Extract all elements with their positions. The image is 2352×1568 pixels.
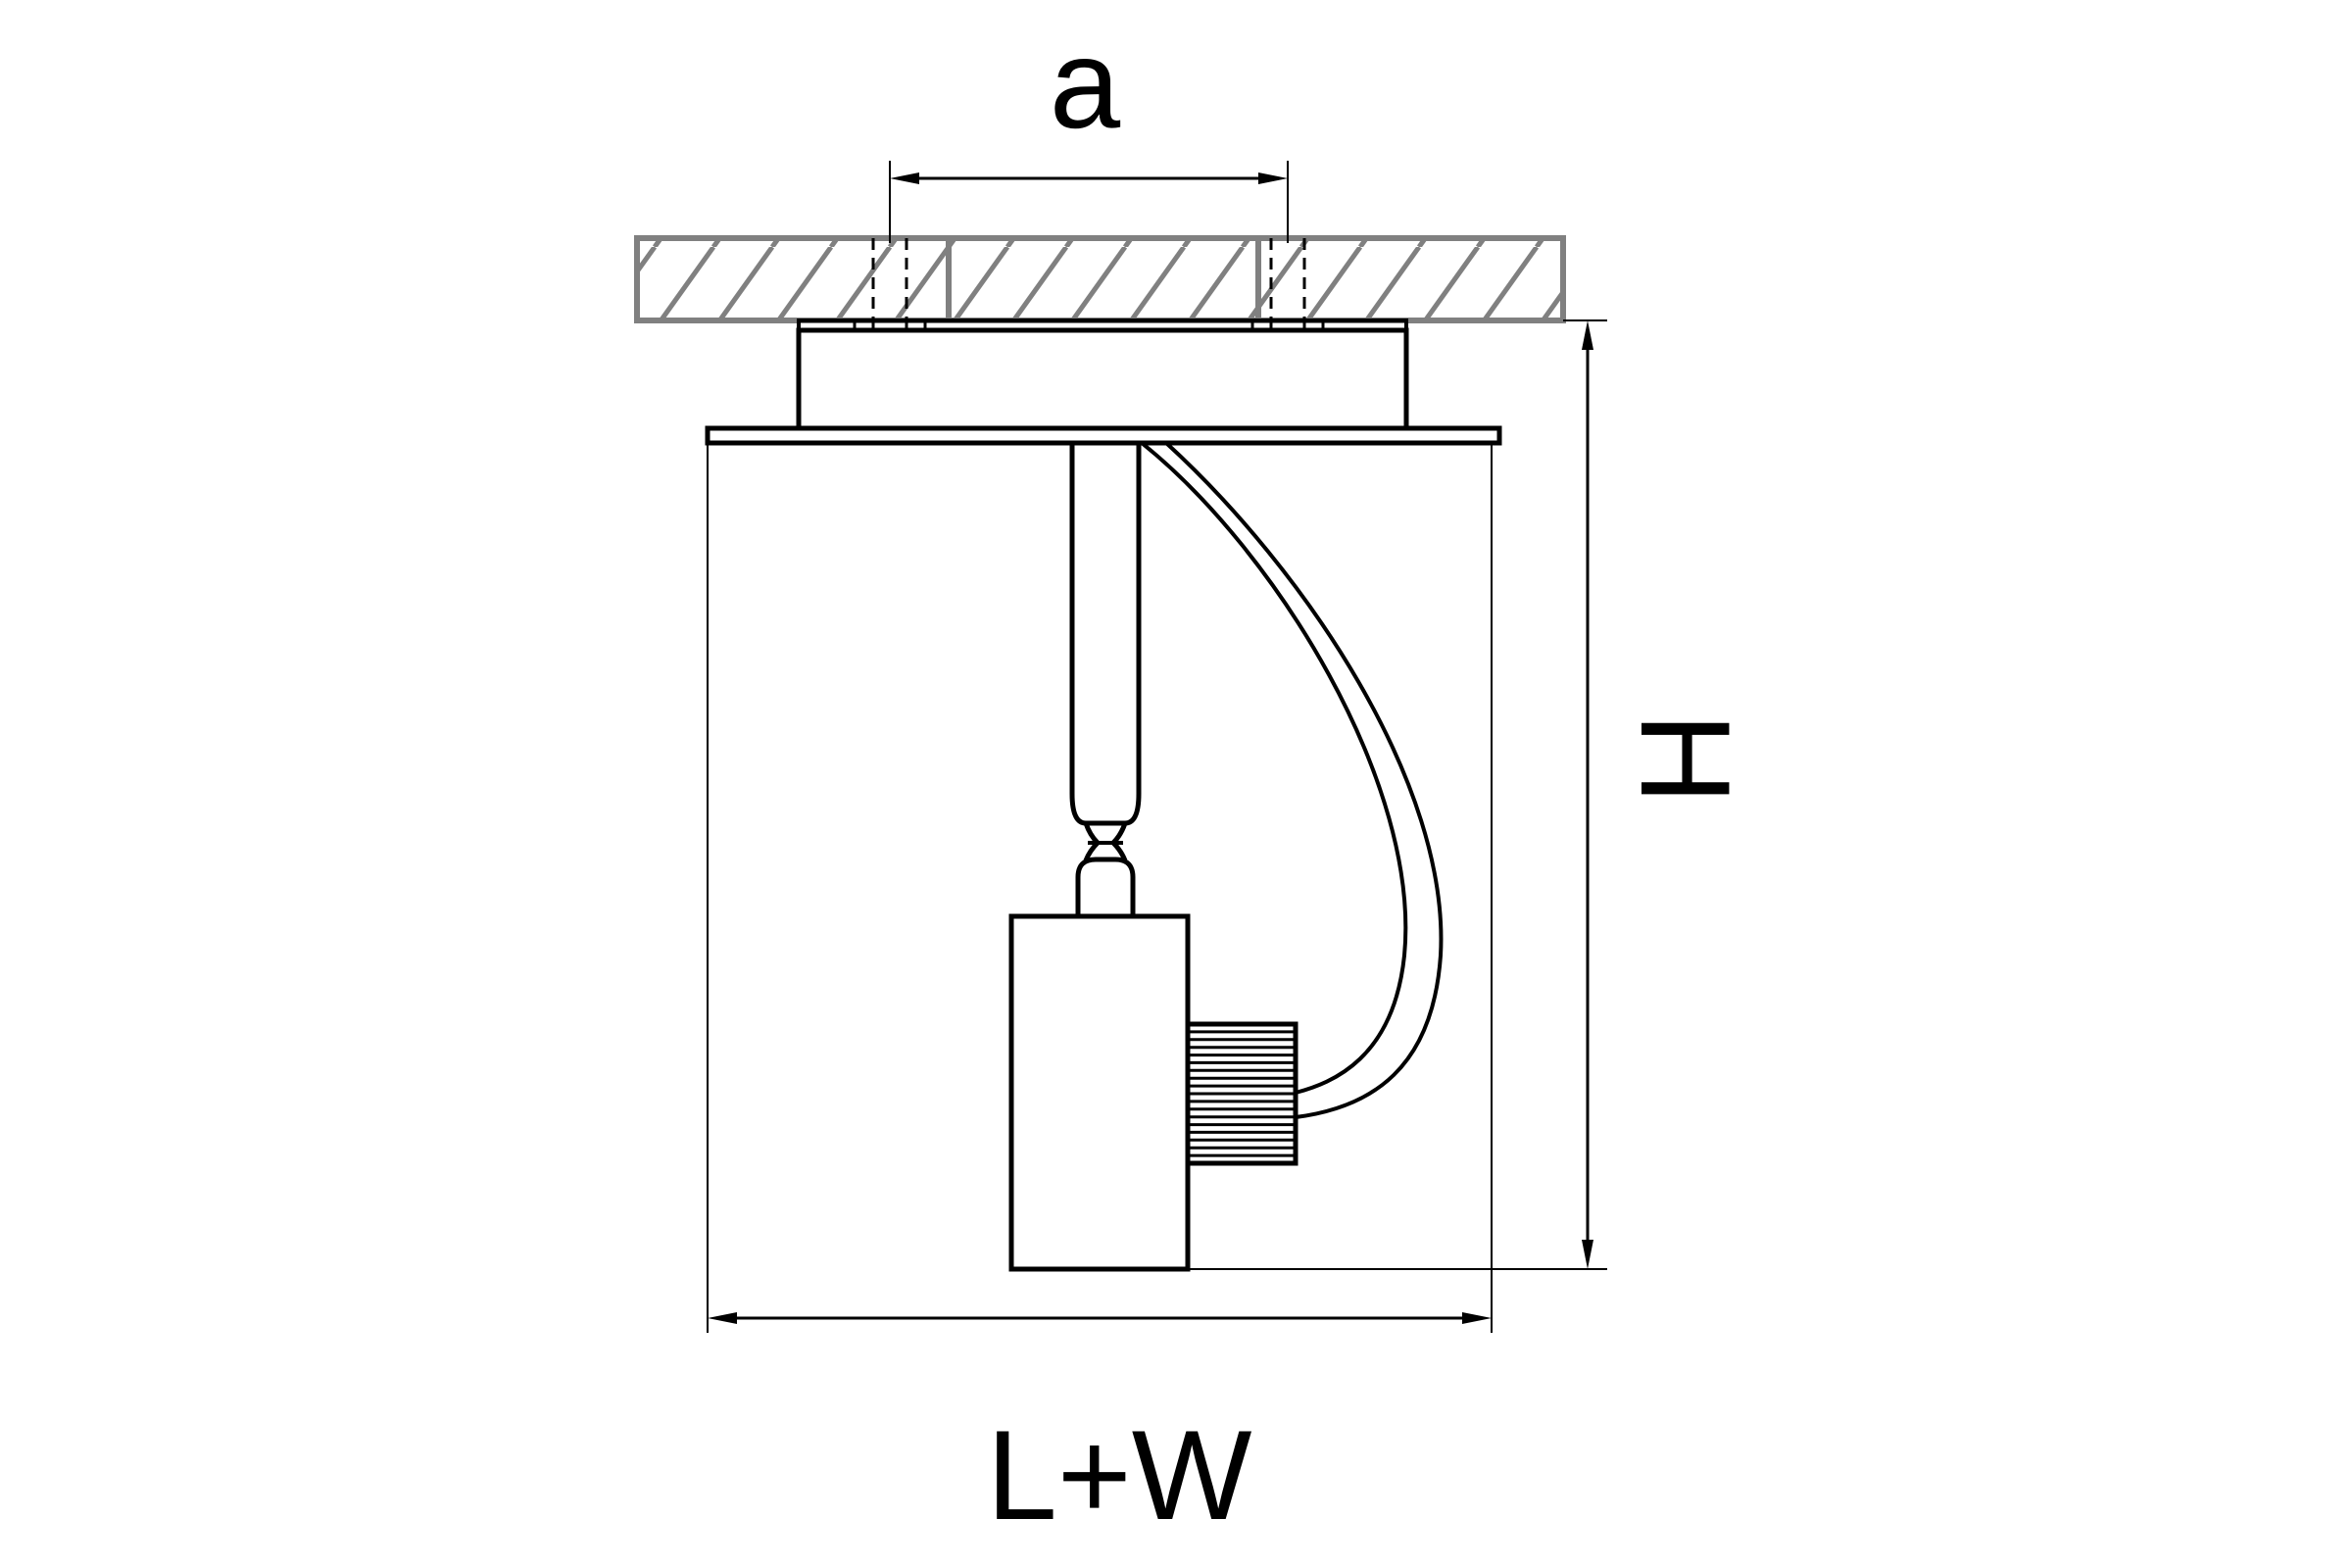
heatsink-fins — [1185, 1021, 1298, 1166]
screw-hole-right — [1269, 238, 1306, 329]
dimension-h-label: H — [1614, 712, 1757, 805]
dimension-h — [1188, 319, 1607, 1270]
dimension-a-label: a — [1050, 12, 1121, 155]
dimension-lw — [707, 443, 1493, 1333]
lamp-housing — [1008, 913, 1191, 1272]
dimension-a — [889, 161, 1289, 243]
stem — [1069, 443, 1142, 826]
dimension-lw-label: L+W — [987, 1403, 1252, 1546]
power-cable — [1140, 441, 1444, 1119]
screw-hole-left — [871, 238, 908, 329]
canopy — [705, 327, 1502, 446]
joint — [1075, 822, 1136, 916]
ceiling-slab — [634, 235, 1566, 323]
